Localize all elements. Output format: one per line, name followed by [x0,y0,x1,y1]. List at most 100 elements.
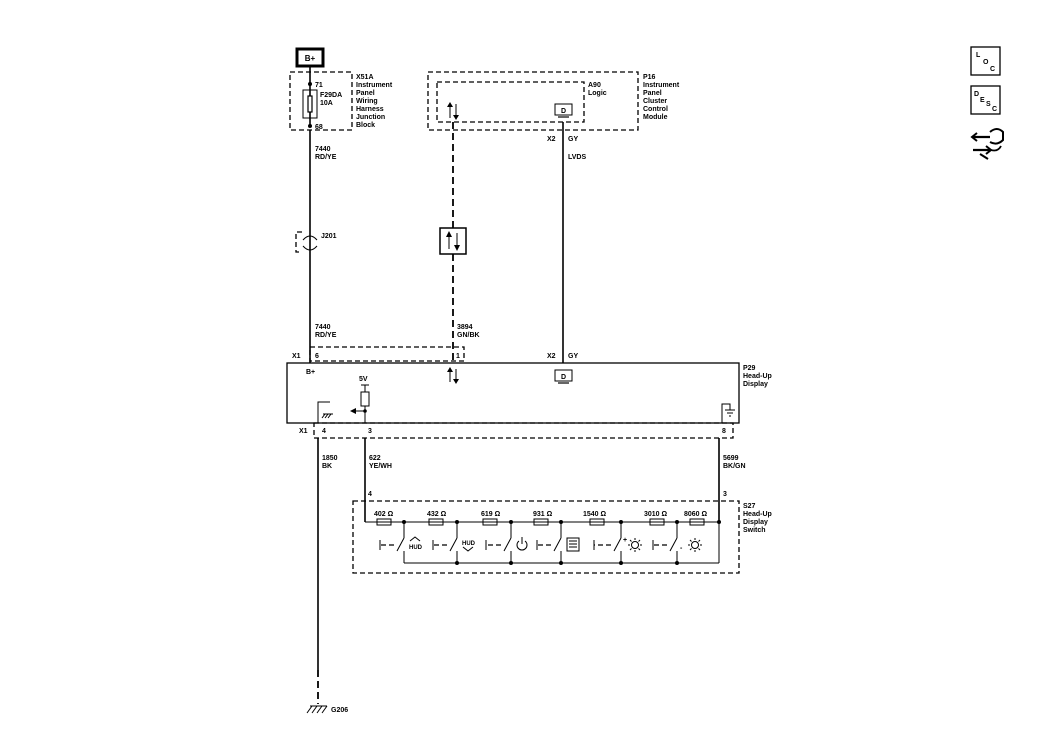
switch-hud-down: HUD [432,522,476,563]
svg-text:3: 3 [368,428,372,435]
serial-data-arrows-icon [447,367,459,384]
svg-text:68: 68 [315,124,323,131]
svg-text:E: E [980,97,985,104]
lvds-data-symbol-icon: D [554,369,573,384]
switch-brightness-down: - [652,522,702,563]
resistor-402: 402 Ω [374,511,394,526]
head-up-display-switch-s27: 4 3 S27 Head-Up Display Switch 402 Ω 432… [352,491,772,574]
location-icon[interactable]: L O C [970,46,1001,76]
wire-1850-ground: 1850 BK [317,438,338,704]
svg-text:Cluster: Cluster [643,98,667,105]
svg-text:X2: X2 [547,353,556,360]
svg-text:D: D [974,91,979,98]
hud-up-icon: HUD [409,536,423,551]
svg-text:F29DA: F29DA [320,92,342,99]
svg-text:10A: 10A [320,100,333,107]
svg-text:4: 4 [368,491,372,498]
svg-text:C: C [992,106,997,113]
svg-text:Wiring: Wiring [356,98,378,105]
svg-text:Logic: Logic [588,90,607,97]
svg-text:Panel: Panel [356,90,375,97]
svg-text:Instrument: Instrument [356,82,393,89]
svg-text:6: 6 [315,353,319,360]
svg-text:G206: G206 [331,707,348,714]
svg-text:D: D [561,108,566,115]
chassis-ground-icon [317,401,333,423]
brightness-up-icon: + [623,537,642,552]
description-icon[interactable]: D E S C [970,85,1001,115]
serial-data-arrows-icon [447,102,459,120]
svg-text:P29: P29 [743,365,756,372]
svg-text:X2: X2 [547,136,556,143]
svg-text:71: 71 [315,82,323,89]
svg-text:Control: Control [643,106,668,113]
repair-icon[interactable] [970,128,1004,160]
svg-text:432 Ω: 432 Ω [427,511,447,518]
svg-text:5699: 5699 [723,455,739,462]
resistor-3010: 3010 Ω [644,511,668,526]
lvds-data-symbol-icon: D [554,103,573,118]
svg-text:BK/GN: BK/GN [723,463,746,470]
svg-text:3: 3 [723,491,727,498]
svg-text:Harness: Harness [356,106,384,113]
svg-text:402 Ω: 402 Ω [374,511,394,518]
svg-text:L: L [976,52,981,59]
svg-text:1850: 1850 [322,455,338,462]
svg-text:8: 8 [722,428,726,435]
svg-text:O: O [983,59,989,66]
wire-lvds: LVDS [562,122,586,363]
signal-ground-icon [721,403,735,423]
svg-text:GY: GY [568,353,578,360]
resistor-8060: 8060 Ω [684,511,708,526]
svg-text:622: 622 [369,455,381,462]
svg-text:GN/BK: GN/BK [457,332,480,339]
svg-text:RD/YE: RD/YE [315,332,337,339]
svg-text:HUD: HUD [462,541,476,547]
svg-text:Panel: Panel [643,90,662,97]
instrument-cluster-p16: A90 Logic P16 Instrument Panel Cluster C… [427,71,680,143]
svg-text:S: S [986,101,991,108]
svg-text:X51A: X51A [356,74,374,81]
power-icon [516,537,528,551]
svg-text:J201: J201 [321,233,337,240]
svg-text:7440: 7440 [315,146,331,153]
svg-text:3894: 3894 [457,324,473,331]
svg-text:X1: X1 [292,353,301,360]
svg-text:Junction: Junction [356,114,385,121]
svg-text:LVDS: LVDS [568,154,586,161]
svg-text:A90: A90 [588,82,601,89]
svg-text:619 Ω: 619 Ω [481,511,501,518]
svg-text:931 Ω: 931 Ω [533,511,553,518]
menu-icon [566,537,580,552]
resistor-931: 931 Ω [533,511,553,526]
svg-text:BK: BK [322,463,332,470]
svg-text:C: C [990,66,995,73]
switch-menu [536,522,580,563]
svg-text:1: 1 [456,353,460,360]
svg-text:Block: Block [356,122,375,129]
svg-text:Head-Up: Head-Up [743,373,772,380]
hud-down-icon: HUD [462,541,476,552]
svg-text:-: - [680,545,683,552]
svg-text:HUD: HUD [409,545,423,551]
svg-text:+: + [623,537,627,544]
resistor-432: 432 Ω [427,511,447,526]
reference-pullup-5v: 5V [350,376,370,423]
svg-text:B+: B+ [306,369,315,376]
svg-text:B+: B+ [305,54,316,63]
svg-text:GY: GY [568,136,578,143]
svg-text:7440: 7440 [315,324,331,331]
svg-text:Head-Up: Head-Up [743,511,772,518]
ground-g206: G206 [306,705,348,714]
svg-text:RD/YE: RD/YE [315,154,337,161]
fuse-block-x51a: 71 F29DA 10A 68 X51A Instrument Panel Wi… [289,71,393,131]
svg-text:1540 Ω: 1540 Ω [583,511,607,518]
svg-text:S27: S27 [743,503,756,510]
svg-text:4: 4 [322,428,326,435]
svg-text:Switch: Switch [743,527,766,534]
svg-text:8060 Ω: 8060 Ω [684,511,708,518]
wire-622-signal: 622 YE/WH [364,438,392,522]
svg-text:Module: Module [643,114,668,121]
wire-7440: 7440 RD/YE 7440 RD/YE [309,130,337,363]
